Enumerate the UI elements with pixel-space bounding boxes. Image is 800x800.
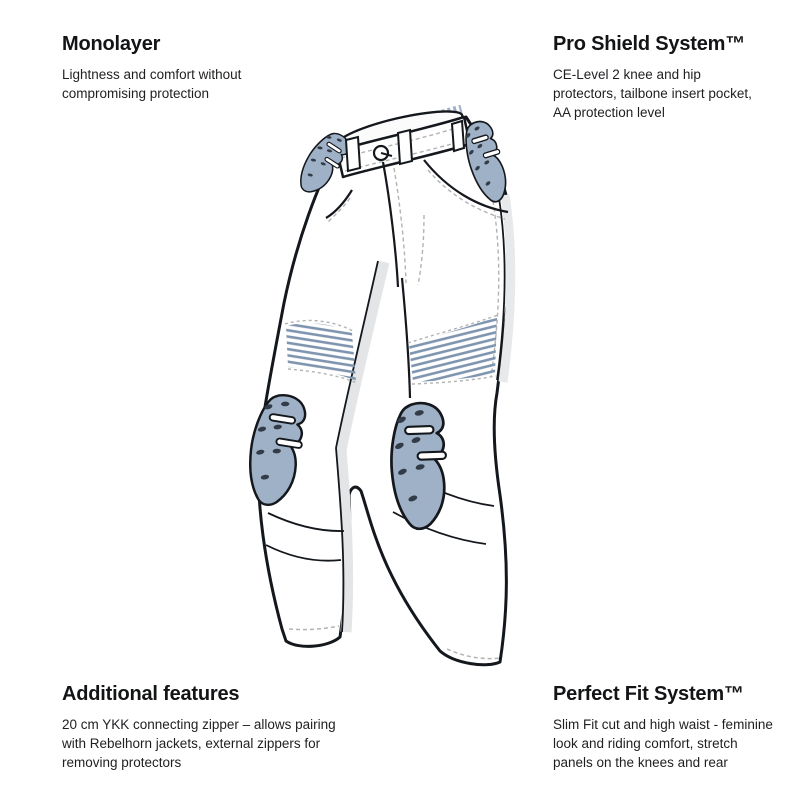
stretch-panel-left (286, 323, 356, 381)
feature-text-line: Lightness and comfort without (62, 67, 242, 82)
right-leg-side-seam (496, 197, 506, 381)
belt-loop-center (396, 128, 414, 166)
stretch-panel-right (409, 317, 497, 382)
stretch-panel-left-stitch (284, 319, 354, 332)
front-details (325, 119, 509, 288)
feature-text-line: protectors, tailbone insert pocket, (553, 86, 752, 101)
feature-block-additional: Additional features 20 cm YKK connecting… (62, 683, 336, 772)
stretch-panel-left-stitch (287, 368, 358, 384)
waistband-stitch-top (340, 125, 463, 159)
left-pocket-stitching (327, 197, 351, 223)
hem-stitching (288, 625, 502, 660)
right-pocket-opening (423, 159, 509, 214)
feature-text-line: removing protectors (62, 755, 182, 770)
pants-silhouette (256, 115, 514, 667)
feature-text-line: with Rebelhorn jackets, external zippers… (62, 736, 321, 751)
stretch-panel-right-stitch (411, 375, 497, 385)
feature-title: Monolayer (62, 33, 161, 55)
fly-seam (381, 161, 400, 288)
feature-text-line: look and riding comfort, stretch (553, 736, 738, 751)
feature-text-line: CE-Level 2 knee and hip (553, 67, 701, 82)
left-pocket-opening (325, 189, 353, 219)
belt-loop-left (344, 135, 362, 173)
feature-text-line: panels on the knees and rear (553, 755, 728, 770)
feature-title: Pro Shield System™ (553, 33, 746, 55)
feature-block-monolayer: Monolayer Lightness and comfort without … (62, 33, 241, 103)
feature-block-perfect-fit: Perfect Fit System™ Slim Fit cut and hig… (553, 683, 773, 772)
left-leg-side-seam (335, 260, 379, 633)
pocket-bag-stitching (417, 214, 425, 286)
feature-text-line: Slim Fit cut and high waist - feminine (553, 717, 773, 732)
stretch-panel-right-stitch (407, 314, 499, 344)
stretch-panels (284, 314, 499, 385)
feature-text-line: AA protection level (553, 105, 665, 120)
right-pocket-stitching (427, 169, 506, 220)
waist-button-detail (380, 152, 393, 157)
belt-loop-right (450, 119, 466, 153)
feature-text-line: compromising protection (62, 86, 210, 101)
feature-block-pro-shield: Pro Shield System™ CE-Level 2 knee and h… (553, 33, 752, 122)
feature-title: Perfect Fit System™ (553, 683, 744, 705)
left-leg-side-panel (335, 260, 390, 633)
feature-text-line: 20 cm YKK connecting zipper – allows pai… (62, 717, 336, 732)
feature-title: Additional features (62, 683, 240, 705)
crotch-seam (400, 277, 412, 399)
